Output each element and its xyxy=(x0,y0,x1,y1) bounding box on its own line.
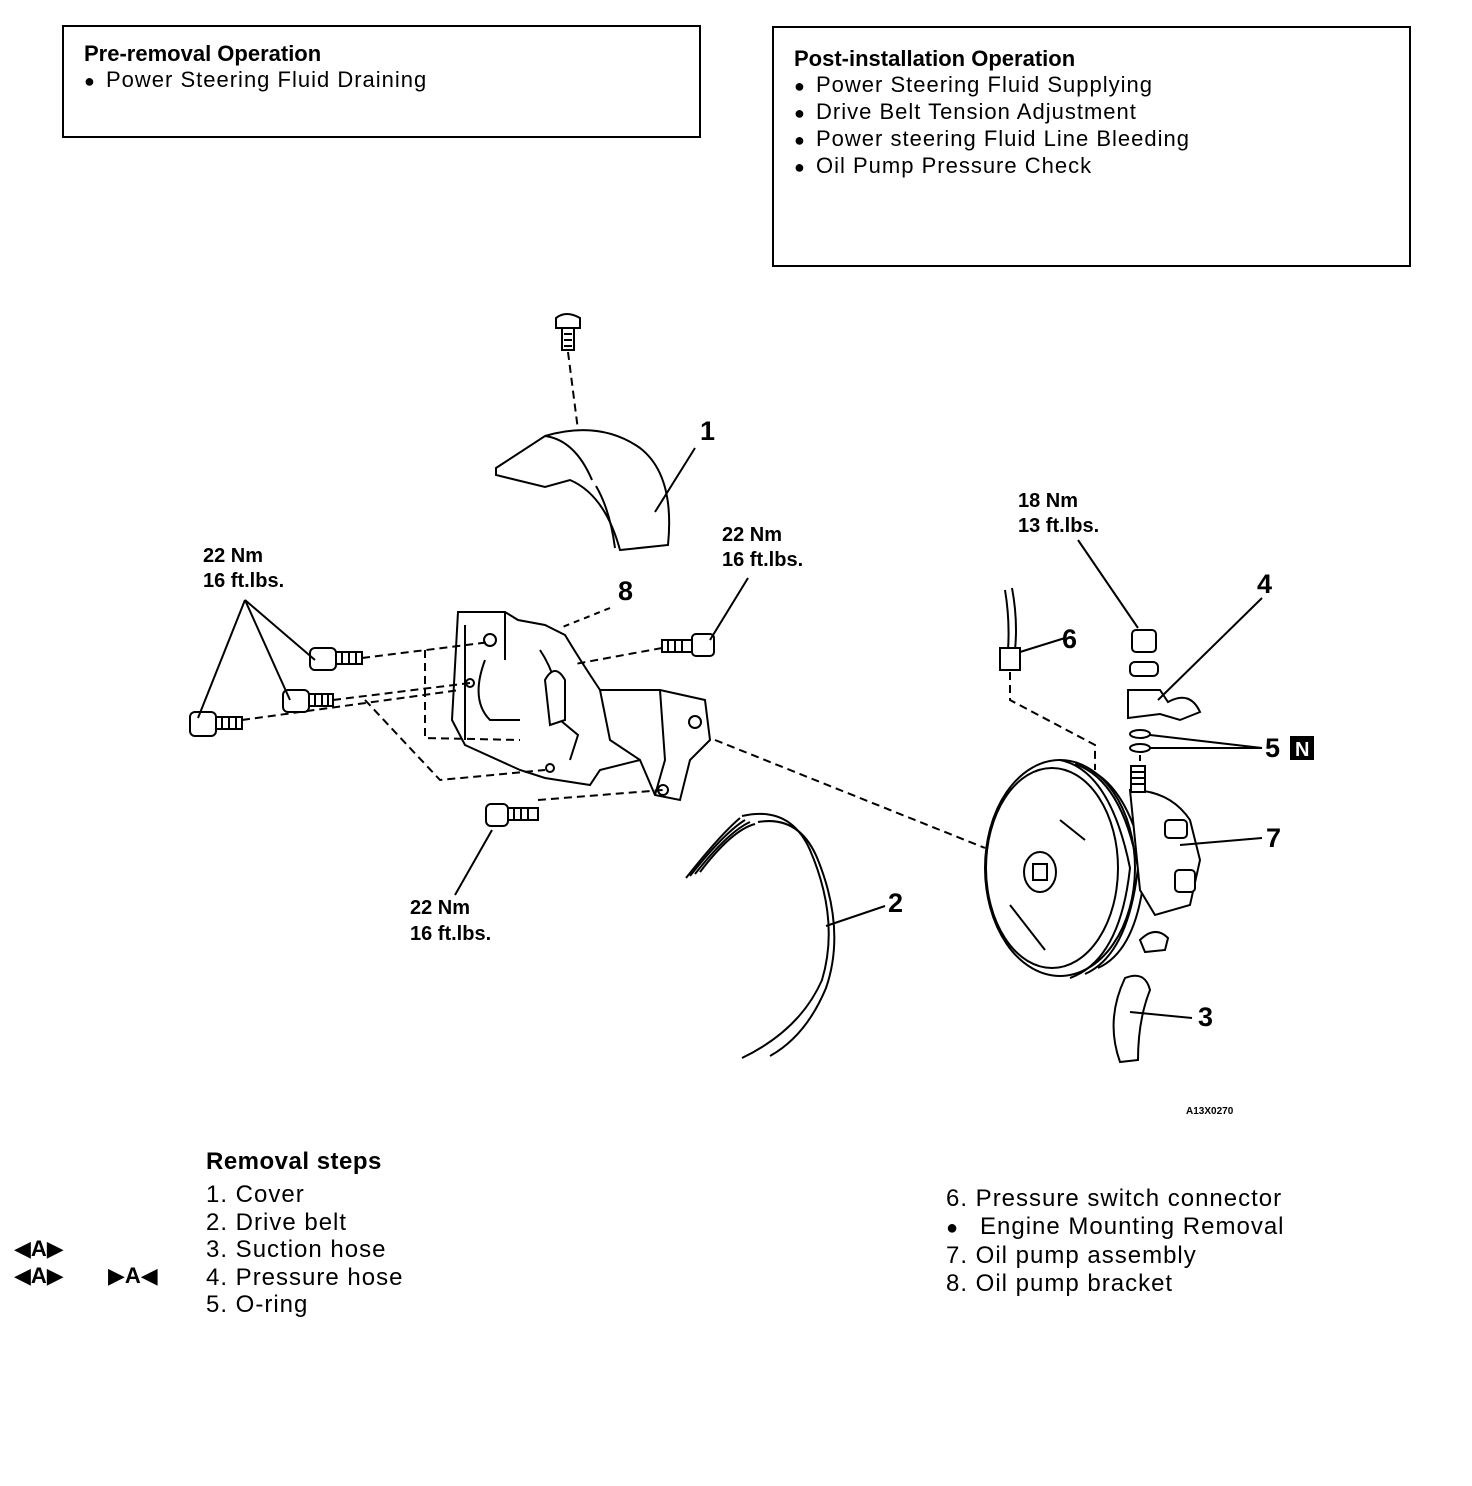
list-item: ●Power Steering Fluid Supplying xyxy=(794,72,1153,97)
list-item: ●Power steering Fluid Line Bleeding xyxy=(794,126,1190,151)
list-item: ●Power Steering Fluid Draining xyxy=(84,67,428,92)
torque-left-nm: 22 Nm xyxy=(203,545,263,567)
bullet-icon: ● xyxy=(794,157,806,177)
pressure-hose xyxy=(1127,629,1202,766)
bullet-icon: ● xyxy=(794,130,806,150)
callout-2: 2 xyxy=(888,888,903,918)
list-item: 2. Drive belt xyxy=(206,1208,348,1236)
removal-steps-title: Removal steps xyxy=(206,1148,382,1175)
new-part-mark: N xyxy=(1295,739,1309,761)
callout-3: 3 xyxy=(1198,1002,1213,1032)
list-item: ●Oil Pump Pressure Check xyxy=(794,153,1093,178)
removal-service-marker-a: ◀A▶ xyxy=(14,1236,64,1261)
suction-hose xyxy=(1112,974,1152,1064)
bracket-bolt-lower-left xyxy=(189,689,461,737)
bullet-icon: ● xyxy=(794,76,806,96)
removal-service-marker-a: ◀A▶ xyxy=(14,1263,64,1288)
bullet-icon: ● xyxy=(946,1216,960,1239)
torque-right-ftlbs: 16 ft.lbs. xyxy=(722,549,803,571)
list-item: ●Drive Belt Tension Adjustment xyxy=(794,99,1137,124)
drive-belt xyxy=(685,812,836,1059)
bracket-bolt-upper-left xyxy=(309,641,491,671)
torque-right-nm: 22 Nm xyxy=(722,524,782,546)
pre-removal-title: Pre-removal Operation xyxy=(84,41,322,66)
pre-removal-list: ●Power Steering Fluid Draining xyxy=(84,67,679,94)
torque-bottom-nm: 22 Nm xyxy=(410,897,470,919)
post-installation-title: Post-installation Operation xyxy=(794,46,1076,71)
callout-4: 4 xyxy=(1257,569,1272,599)
cover-bolt xyxy=(555,313,581,431)
post-installation-list: ●Power Steering Fluid Supplying ●Drive B… xyxy=(794,72,1389,180)
figure-code: A13X0270 xyxy=(1186,1106,1234,1117)
callout-8: 8 xyxy=(618,576,633,606)
install-service-marker-a: ▶A◀ xyxy=(108,1263,158,1288)
torque-left-ftlbs: 16 ft.lbs. xyxy=(203,570,284,592)
torque-hose-ftlbs: 13 ft.lbs. xyxy=(1018,515,1099,537)
list-item: 3. Suction hose xyxy=(206,1236,387,1263)
callout-6: 6 xyxy=(1062,624,1077,654)
bracket-bolt-right xyxy=(574,633,715,665)
callout-1: 1 xyxy=(700,416,715,446)
callout-7: 7 xyxy=(1266,823,1281,853)
cover-part xyxy=(495,429,671,552)
leader-lines xyxy=(197,447,1263,1019)
bracket-bolt-middle-left xyxy=(282,682,471,713)
list-item: 1. Cover xyxy=(206,1181,305,1208)
bullet-icon: ● xyxy=(84,71,96,91)
pre-removal-box: Pre-removal Operation ●Power Steering Fl… xyxy=(62,25,701,138)
oil-pump-bracket xyxy=(450,611,712,802)
torque-hose-nm: 18 Nm xyxy=(1018,490,1078,512)
assembly-line xyxy=(364,699,546,782)
removal-steps-left: 1. Cover 2. Drive belt 3. Suction hose 4… xyxy=(206,1181,403,1319)
bracket-bolt-bottom xyxy=(485,789,664,827)
callout-5: 5 xyxy=(1265,733,1280,763)
post-installation-box: Post-installation Operation ●Power Steer… xyxy=(772,26,1411,267)
list-item: 4. Pressure hose xyxy=(206,1263,404,1291)
list-item: 5. O-ring xyxy=(206,1291,309,1318)
new-part-badge xyxy=(1290,736,1314,760)
removal-steps-right: 6. Pressure switch connector ●Engine Mou… xyxy=(946,1185,1285,1297)
list-item: 8. Oil pump bracket xyxy=(946,1269,1174,1297)
pressure-switch-connector xyxy=(999,587,1096,770)
assembly-line xyxy=(424,650,521,741)
list-item: 7. Oil pump assembly xyxy=(946,1242,1197,1269)
list-item: 6. Pressure switch connector xyxy=(946,1185,1283,1212)
oil-pump-assembly xyxy=(984,759,1202,979)
bullet-icon: ● xyxy=(794,103,806,123)
assembly-line xyxy=(714,739,986,849)
torque-bottom-ftlbs: 16 ft.lbs. xyxy=(410,923,491,945)
list-item: ●Engine Mounting Removal xyxy=(946,1213,1285,1243)
